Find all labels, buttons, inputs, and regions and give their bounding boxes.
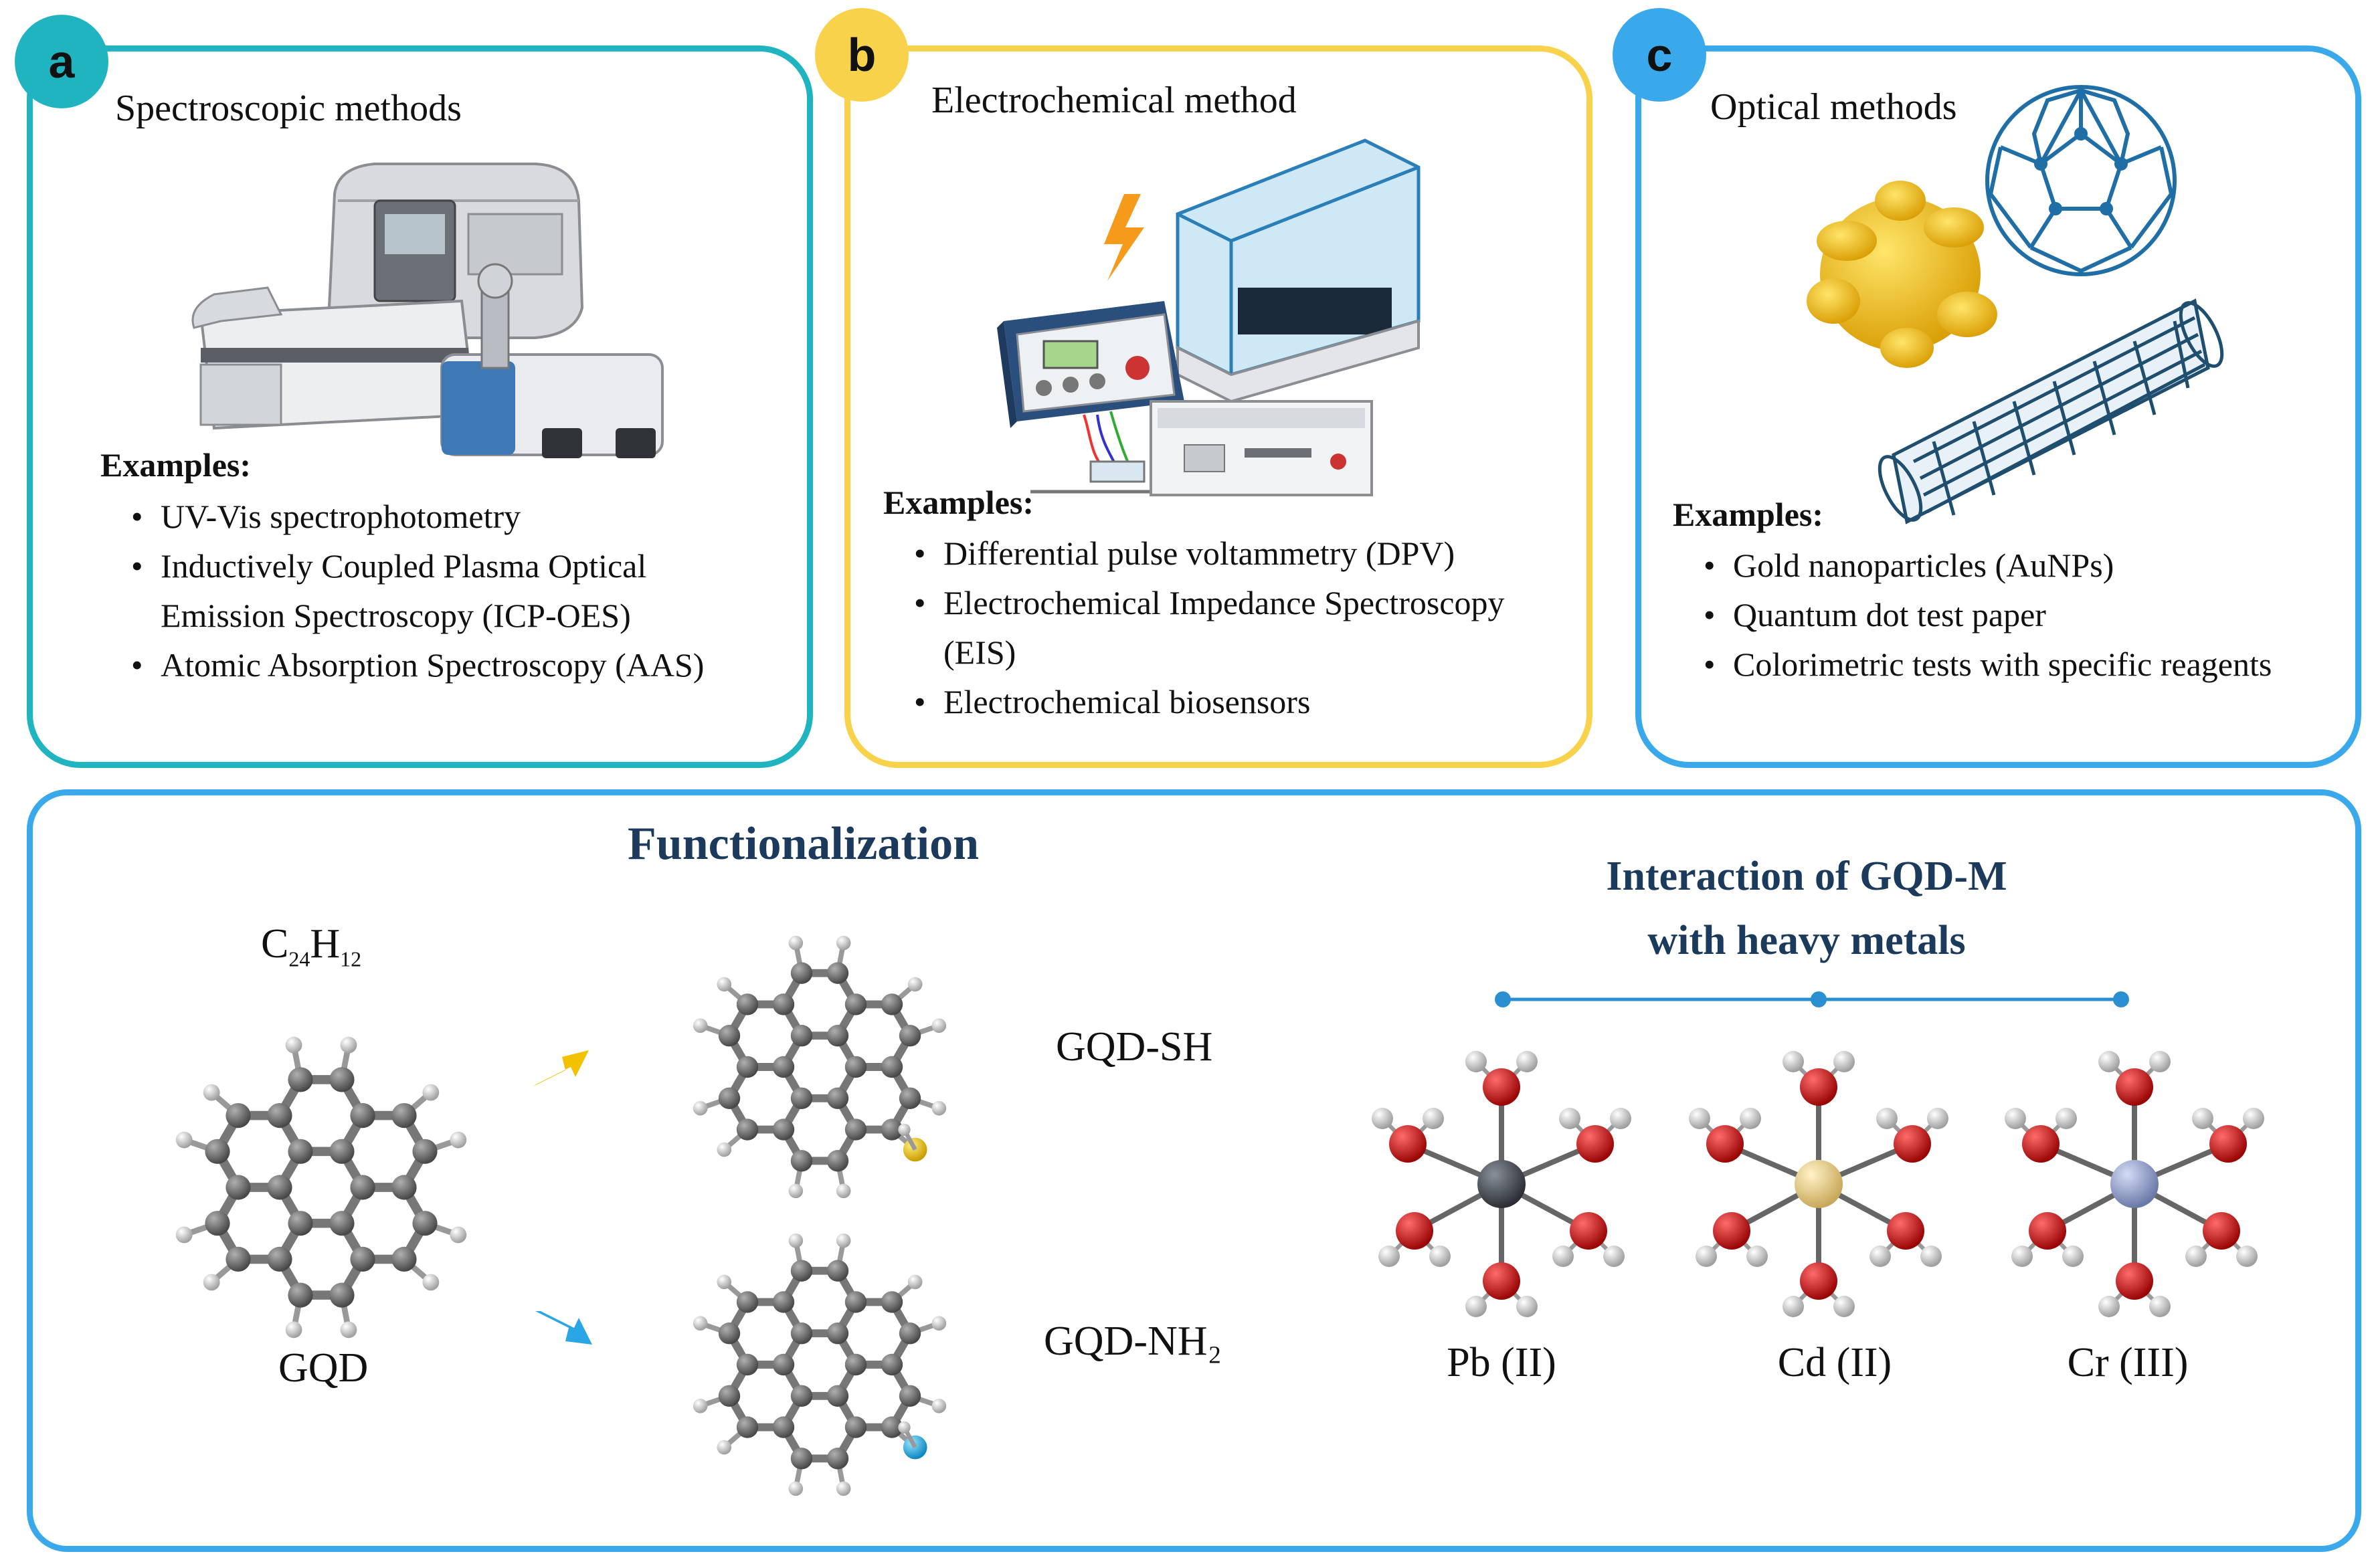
functionalization-title: Functionalization xyxy=(628,818,980,870)
spectrometer-instruments-illustration xyxy=(191,163,664,458)
list-item: Quantum dot test paper xyxy=(1700,590,2329,640)
panel-c-examples-heading: Examples: xyxy=(1673,496,1823,533)
arrow-right-up-icon xyxy=(532,1050,589,1087)
list-item: Differential pulse voltammetry (DPV) xyxy=(910,528,1579,578)
gqd-sh-label: GQD-SH xyxy=(1056,1024,1213,1070)
nanomaterials-illustration xyxy=(1807,85,2224,524)
metal-label-cd: Cd (II) xyxy=(1777,1340,1892,1385)
interaction-title-line2: with heavy metals xyxy=(1647,918,1966,963)
gqd-label: GQD xyxy=(278,1345,369,1391)
gqd-nh2-molecule xyxy=(693,1233,947,1496)
interaction-bracket xyxy=(1495,991,2129,1007)
list-item: Inductively Coupled Plasma Optical Emiss… xyxy=(127,541,769,640)
list-item: Electrochemical biosensors xyxy=(910,677,1579,726)
panel-c-examples-list: Gold nanoparticles (AuNPs) Quantum dot t… xyxy=(1700,541,2329,689)
list-item: Atomic Absorption Spectroscopy (AAS) xyxy=(127,640,769,690)
metal-label-pb: Pb (II) xyxy=(1447,1340,1556,1385)
gqd-nh2-label: GQD-NH₂ xyxy=(1044,1318,1222,1364)
panel-c-title: Optical methods xyxy=(1710,86,1957,128)
metal-label-cr: Cr (III) xyxy=(2067,1340,2189,1385)
pb-complex xyxy=(1372,1051,1631,1317)
gold-nanoparticle-icon xyxy=(1807,181,1997,368)
interaction-title: Interaction of GQD-M with heavy metals xyxy=(1445,844,2168,973)
fullerene-icon xyxy=(1985,85,2177,276)
badge-a: a xyxy=(15,15,108,108)
badge-b: b xyxy=(815,8,909,102)
carbon-nanotube-icon xyxy=(1878,298,2224,524)
list-item: Electrochemical Impedance Spectroscopy (… xyxy=(910,578,1579,677)
panel-a-examples-heading: Examples: xyxy=(100,446,251,484)
interaction-title-line1: Interaction of GQD-M xyxy=(1606,854,2007,899)
functionalization-arrows xyxy=(532,1050,592,1345)
panel-b-title: Electrochemical method xyxy=(931,80,1297,121)
arrow-right-down-icon xyxy=(535,1311,592,1345)
panel-b-examples-list: Differential pulse voltammetry (DPV) Ele… xyxy=(910,528,1579,726)
gqd-molecule xyxy=(175,1036,467,1339)
list-item: UV-Vis spectrophotometry xyxy=(127,492,769,541)
gqd-sh-molecule xyxy=(693,935,947,1199)
cd-complex xyxy=(1689,1051,1948,1317)
panel-b-examples-heading: Examples: xyxy=(883,484,1034,521)
list-item: Gold nanoparticles (AuNPs) xyxy=(1700,541,2329,590)
formula-label: C24H12 xyxy=(261,921,362,971)
panel-a-examples-list: UV-Vis spectrophotometry Inductively Cou… xyxy=(127,492,769,690)
badge-c: c xyxy=(1613,8,1706,102)
list-item: Colorimetric tests with specific reagent… xyxy=(1700,640,2329,689)
electrochemical-instruments-illustration xyxy=(997,138,1421,496)
cr-complex xyxy=(2005,1051,2264,1317)
panel-a-title: Spectroscopic methods xyxy=(115,88,462,129)
